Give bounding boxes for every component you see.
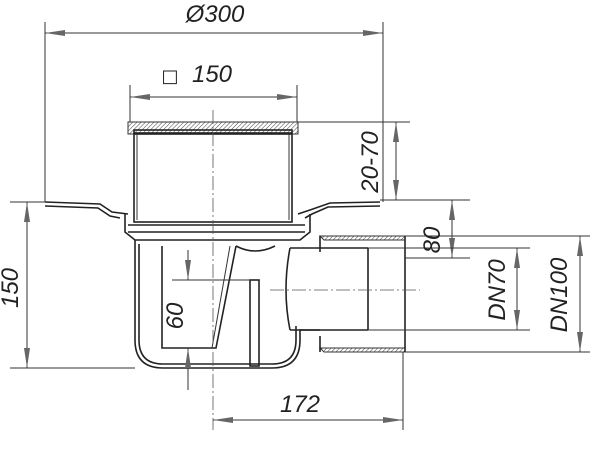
dimension-labels: Ø300 □ 150 20-70 80 DN70 DN100 150 60 17…: [0, 1, 573, 418]
outlet-length-label: 172: [280, 391, 320, 418]
diameter-label: Ø300: [185, 1, 245, 28]
dn70-label: DN70: [484, 259, 511, 321]
drain-body: [44, 110, 420, 430]
dn100-label: DN100: [546, 257, 573, 332]
square-symbol: □: [161, 66, 178, 87]
total-height-label: 150: [0, 267, 24, 308]
water-seal-label: 60: [162, 302, 189, 329]
outlet-offset-label: 80: [419, 226, 446, 253]
dimension-lines: [10, 22, 590, 430]
grate-size-label: 150: [192, 61, 233, 88]
height-adjust-label: 20-70: [357, 131, 384, 194]
